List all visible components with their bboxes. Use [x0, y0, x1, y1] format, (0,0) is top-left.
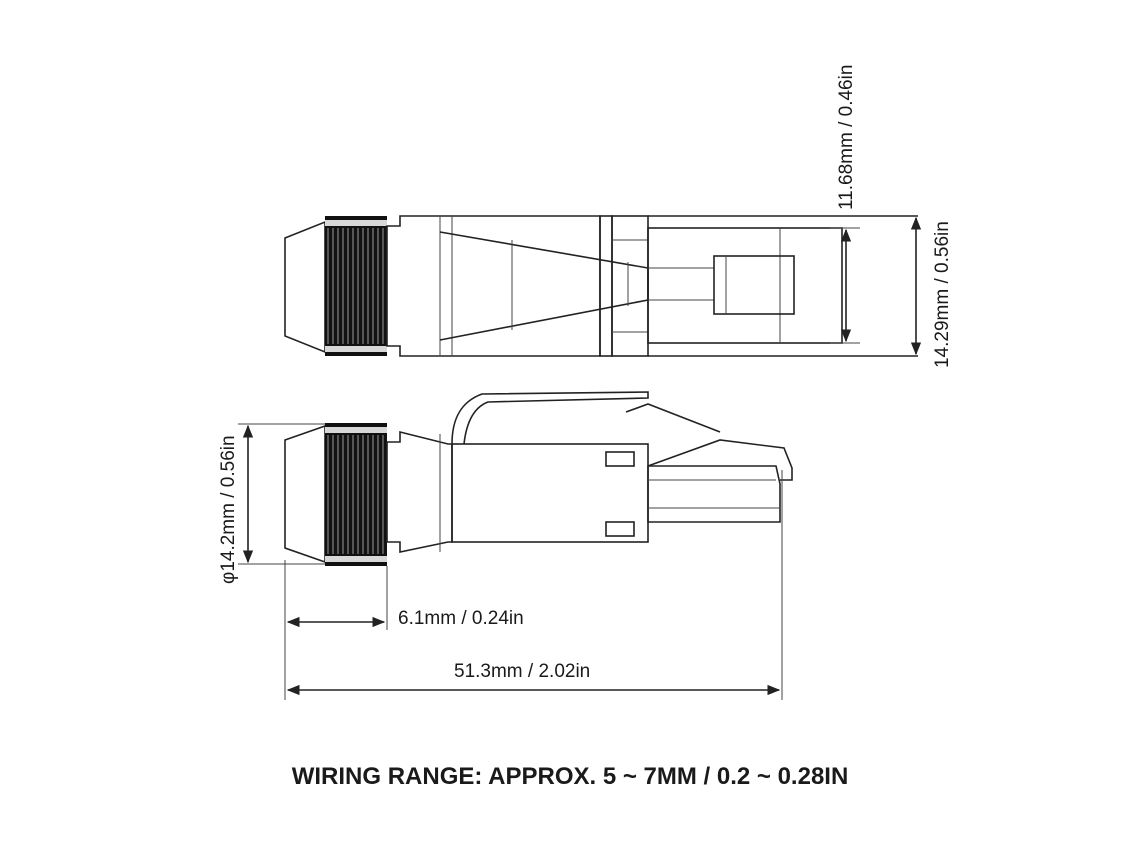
wiring-range-caption: WIRING RANGE: APPROX. 5 ~ 7MM / 0.2 ~ 0.… [292, 763, 849, 790]
total-length-label: 51.3mm / 2.02in [454, 661, 590, 682]
total-length-dimension: 51.3mm / 2.02in [286, 470, 783, 700]
body-height-label: 14.29mm / 0.56in [932, 221, 953, 368]
side-knurled-nut [325, 423, 387, 566]
nut-width-dimension: 6.1mm / 0.24in [284, 560, 524, 700]
top-knurled-nut [325, 216, 387, 356]
latch-height-dimension: 11.68mm / 0.46in [830, 65, 860, 344]
boot-diameter-dimension: φ14.2mm / 0.56in [218, 423, 325, 584]
top-view [284, 215, 918, 357]
body-height-dimension: 14.29mm / 0.56in [910, 216, 953, 368]
latch-height-label: 11.68mm / 0.46in [836, 65, 857, 210]
boot-diameter-label: φ14.2mm / 0.56in [218, 435, 239, 584]
side-view [284, 391, 793, 566]
nut-width-label: 6.1mm / 0.24in [398, 608, 524, 629]
